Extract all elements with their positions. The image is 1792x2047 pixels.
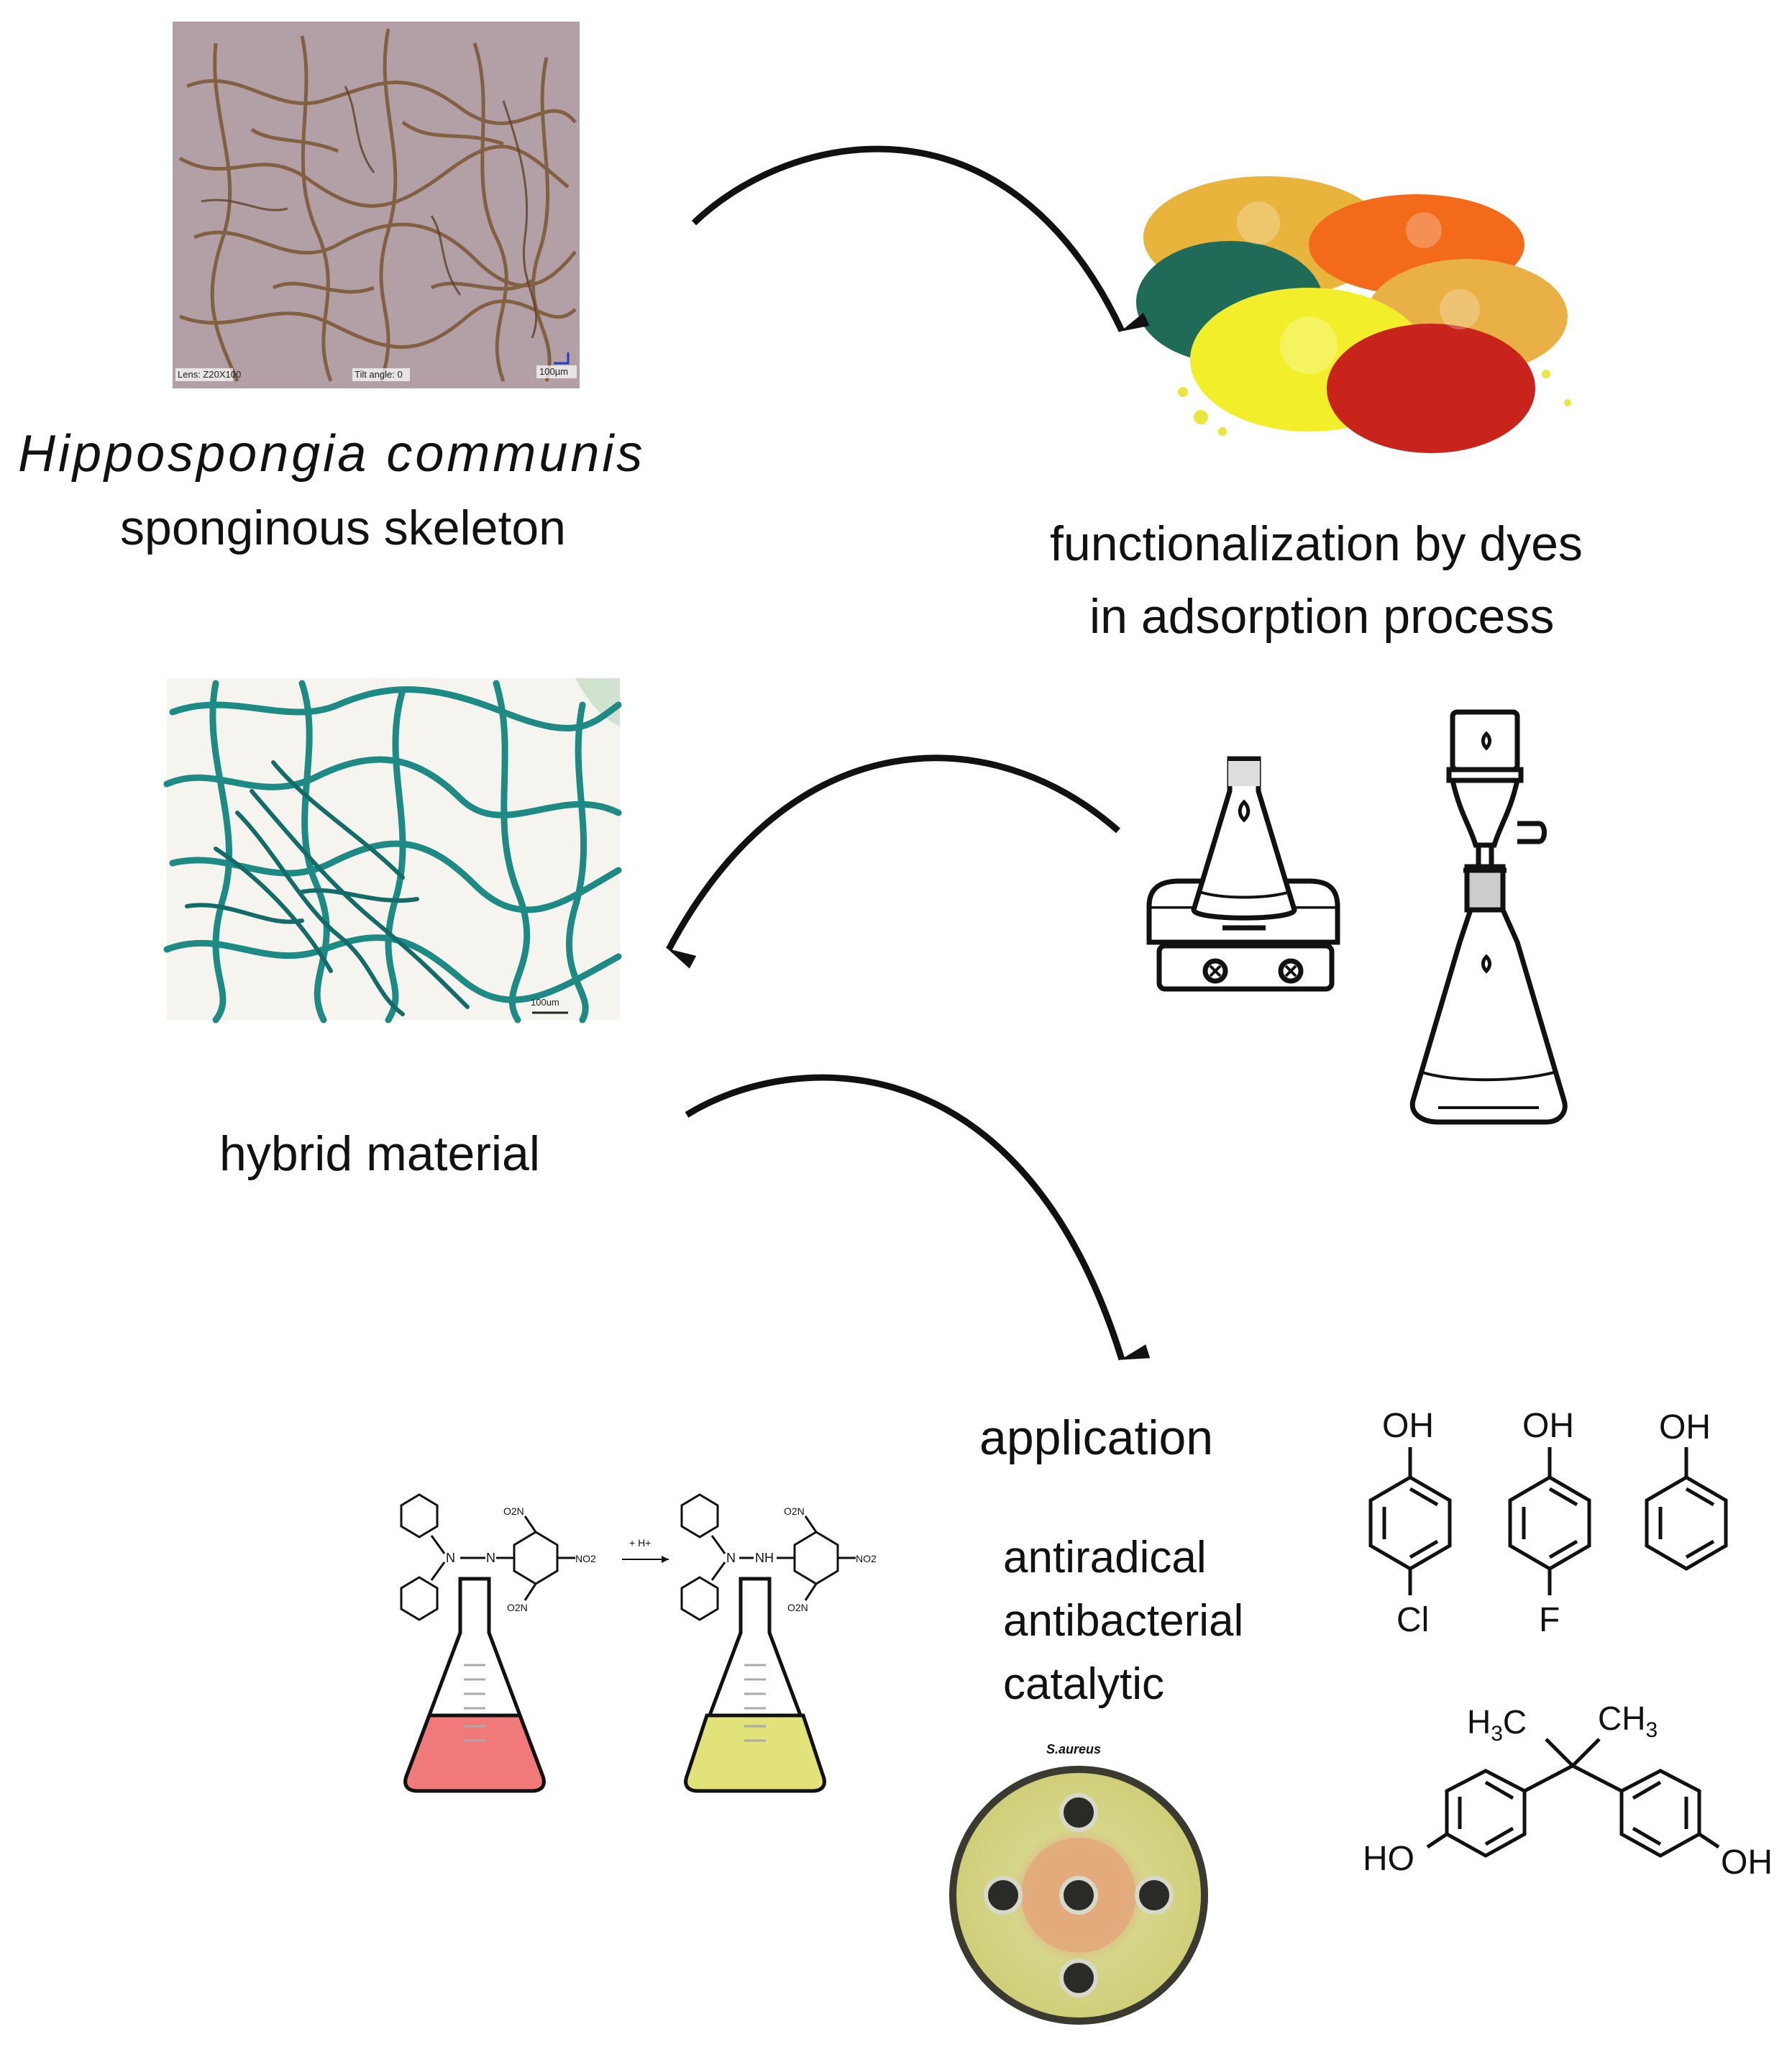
dpph-no2-right-label: NO2 [575,1553,596,1564]
fluorophenol-structure [1508,1447,1591,1595]
micrograph-scale-label: 100µm [539,366,568,377]
dye-powders-image [1136,176,1571,453]
functionalization-line2: in adsorption process [1089,589,1555,644]
fluorophenol-oh-label: OH [1522,1407,1574,1445]
magnetic-stirrer-flask-icon [1146,756,1340,992]
micrograph-lens-label: Lens: Z20X100 [178,369,241,380]
yellow-flask-icon [684,1577,826,1793]
application-label: application [979,1410,1214,1465]
scale-bar-icon [554,352,570,365]
dpphh-nh-label: NH [755,1551,774,1565]
species-name: Hippospongia communis [18,425,646,483]
bpa-oh-label: OH [1721,1843,1773,1882]
bpa-h3c-label: H3C [1467,1703,1527,1746]
use-catalytic: catalytic [1003,1659,1164,1709]
red-dye-pile [1327,324,1535,453]
dpph-o2n-top-label: O2N [503,1505,524,1517]
teal-fibers [163,680,622,1024]
bisphenol-a-structure [1426,1738,1720,1858]
sponge-fibers [178,28,577,382]
arrow-to-application [685,1074,1151,1361]
hybrid-micrograph: 100um [163,678,622,1024]
bpa-ho-label: HO [1363,1840,1414,1878]
petri-dish-image: S.aureus [949,1742,1208,2025]
sponge-micrograph: Lens: Z20X100 Tilt angle: 0 100µm [173,22,580,388]
bpa-ch3-label: CH3 [1598,1700,1658,1742]
h-plus-label: + H+ [629,1537,651,1549]
antibiotic-wells [984,1793,1174,1997]
dpphh-n-label: N [726,1551,736,1565]
chlorophenol-structure [1368,1447,1452,1595]
phenol-structures [1368,1447,1728,1858]
dpphh-o2n-top-label: O2N [784,1505,805,1517]
chlorophenol-oh-label: OH [1382,1407,1434,1445]
phenol-structure [1645,1447,1728,1571]
chlorophenol-cl-label: Cl [1396,1601,1429,1639]
hybrid-material-label: hybrid material [219,1126,540,1181]
dpph-radical-structure [400,1493,575,1621]
functionalization-line1: functionalization by dyes [1050,516,1583,571]
hybrid-scale-label: 100um [531,997,559,1008]
dpph-h-structure [680,1493,856,1621]
skeleton-label: sponginous skeleton [120,501,567,555]
dpph-n2-label: N [486,1551,495,1565]
dpph-o2n-bottom-label: O2N [507,1602,528,1613]
petri-label: S.aureus [1046,1742,1101,1756]
reaction-scheme: N N O2N NO2 O2N + H+ N NH O2N NO2 O2N [400,1493,877,1793]
use-antiradical: antiradical [1003,1533,1207,1582]
dpphh-o2n-bottom-label: O2N [787,1602,808,1613]
dpph-n1-label: N [446,1551,455,1565]
micrograph-tilt-label: Tilt angle: 0 [355,369,403,380]
arrow-to-functionalization [691,145,1150,332]
vacuum-filtration-flask-icon [1409,709,1568,1125]
dpphh-no2-right-label: NO2 [856,1553,877,1564]
use-antibacterial: antibacterial [1003,1596,1244,1646]
arrow-to-hybrid [666,754,1120,969]
pink-flask-icon [403,1577,546,1793]
phenol-oh-label: OH [1659,1408,1711,1446]
fluorophenol-f-label: F [1539,1601,1560,1639]
